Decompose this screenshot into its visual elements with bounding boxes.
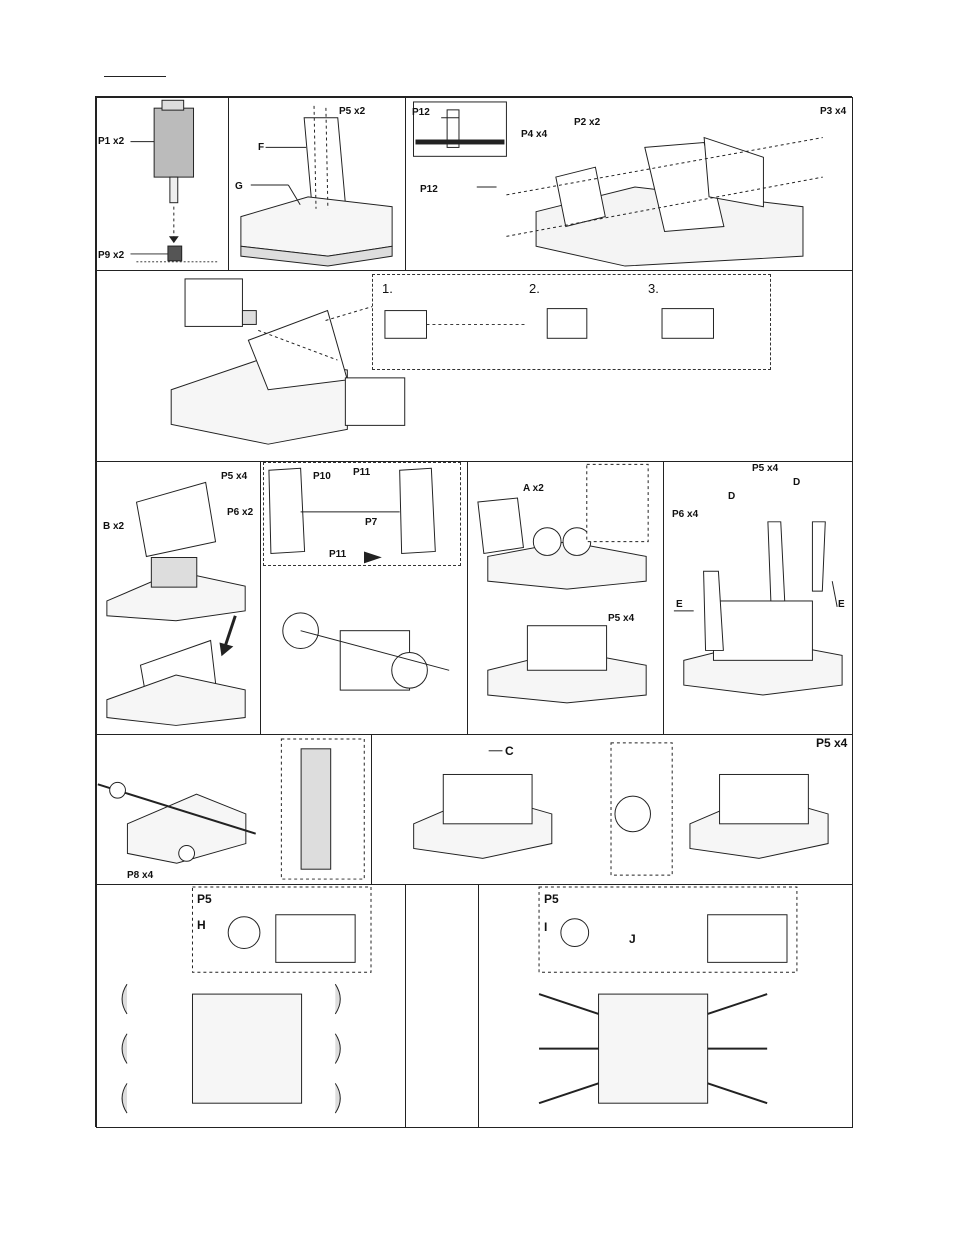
panel-spacer <box>405 884 479 1128</box>
panel-axles: P8 x4 <box>96 734 372 885</box>
panel-a-plates: A x2 P5 x4 <box>467 461 664 735</box>
label-e-right: E <box>838 600 845 610</box>
panel-suction-feet: P5 H <box>96 884 406 1128</box>
label-p6: P6 x4 <box>672 510 698 520</box>
panel-b-plates: P5 x4 B x2 P6 x2 <box>96 461 261 735</box>
label-i: I <box>544 921 547 933</box>
panel-cranks: C P5 x4 <box>371 734 853 885</box>
label-p5: P5 x4 <box>752 464 778 474</box>
label-p3: P3 x4 <box>820 107 846 117</box>
claw-feet-illustration <box>479 885 852 1127</box>
label-p5: P5 x4 <box>221 472 247 482</box>
label-e-left: E <box>676 600 683 610</box>
panel-motor-insert: 1. 2. 3. <box>96 270 853 462</box>
label-d-right: D <box>793 478 800 488</box>
label-p12: P12 <box>420 185 438 195</box>
label-b: B x2 <box>103 522 124 532</box>
panel-frame-plate: P5 x2 F G <box>228 97 406 271</box>
a-plates-illustration <box>468 462 663 734</box>
brackets-illustration <box>406 98 852 270</box>
panel-legs: P5 x4 D D P6 x4 E E <box>663 461 853 735</box>
label-p4: P4 x4 <box>521 130 547 140</box>
label-p5: P5 x4 <box>608 614 634 624</box>
label-p5: P5 <box>197 893 212 905</box>
label-p12-inset: P12 <box>412 108 430 118</box>
label-p6: P6 x2 <box>227 508 253 518</box>
label-p5: P5 x4 <box>816 737 847 749</box>
steps-inset <box>372 274 771 370</box>
label-c: C <box>505 745 514 757</box>
label-a: A x2 <box>523 484 544 494</box>
b-plates-illustration <box>97 462 260 734</box>
label-p5: P5 x2 <box>339 107 365 117</box>
legs-illustration <box>664 462 852 734</box>
label-p7: P7 <box>365 518 377 528</box>
panel-motor-gear: P1 x2 P9 x2 <box>96 97 229 271</box>
motor-illustration <box>97 98 228 270</box>
header-rule <box>104 76 166 77</box>
panel-gear-train: P10 P11 P7 P11 <box>260 461 468 735</box>
step-1: 1. <box>382 281 393 296</box>
assembly-sheet: P1 x2 P9 x2 P5 x2 F G <box>95 96 852 1127</box>
label-p1: P1 x2 <box>98 137 124 147</box>
label-p10: P10 <box>313 472 331 482</box>
axles-illustration <box>97 735 371 884</box>
label-p8: P8 x4 <box>127 871 153 881</box>
panel-brackets: P12 P12 P4 x4 P2 x2 P3 x4 <box>405 97 853 271</box>
step-3: 3. <box>648 281 659 296</box>
frame-illustration <box>229 98 405 270</box>
step-2: 2. <box>529 281 540 296</box>
cranks-illustration <box>372 735 852 884</box>
label-p11-bottom: P11 <box>329 550 346 560</box>
label-p2: P2 x2 <box>574 118 600 128</box>
suction-feet-illustration <box>97 885 405 1127</box>
panel-claw-feet: P5 I J <box>478 884 853 1128</box>
label-j: J <box>629 933 636 945</box>
label-p11-top: P11 <box>353 468 370 478</box>
label-d-left: D <box>728 492 735 502</box>
label-p5: P5 <box>544 893 559 905</box>
label-h: H <box>197 919 206 931</box>
label-g: G <box>235 182 243 192</box>
label-p9: P9 x2 <box>98 251 124 261</box>
label-f: F <box>258 143 264 153</box>
